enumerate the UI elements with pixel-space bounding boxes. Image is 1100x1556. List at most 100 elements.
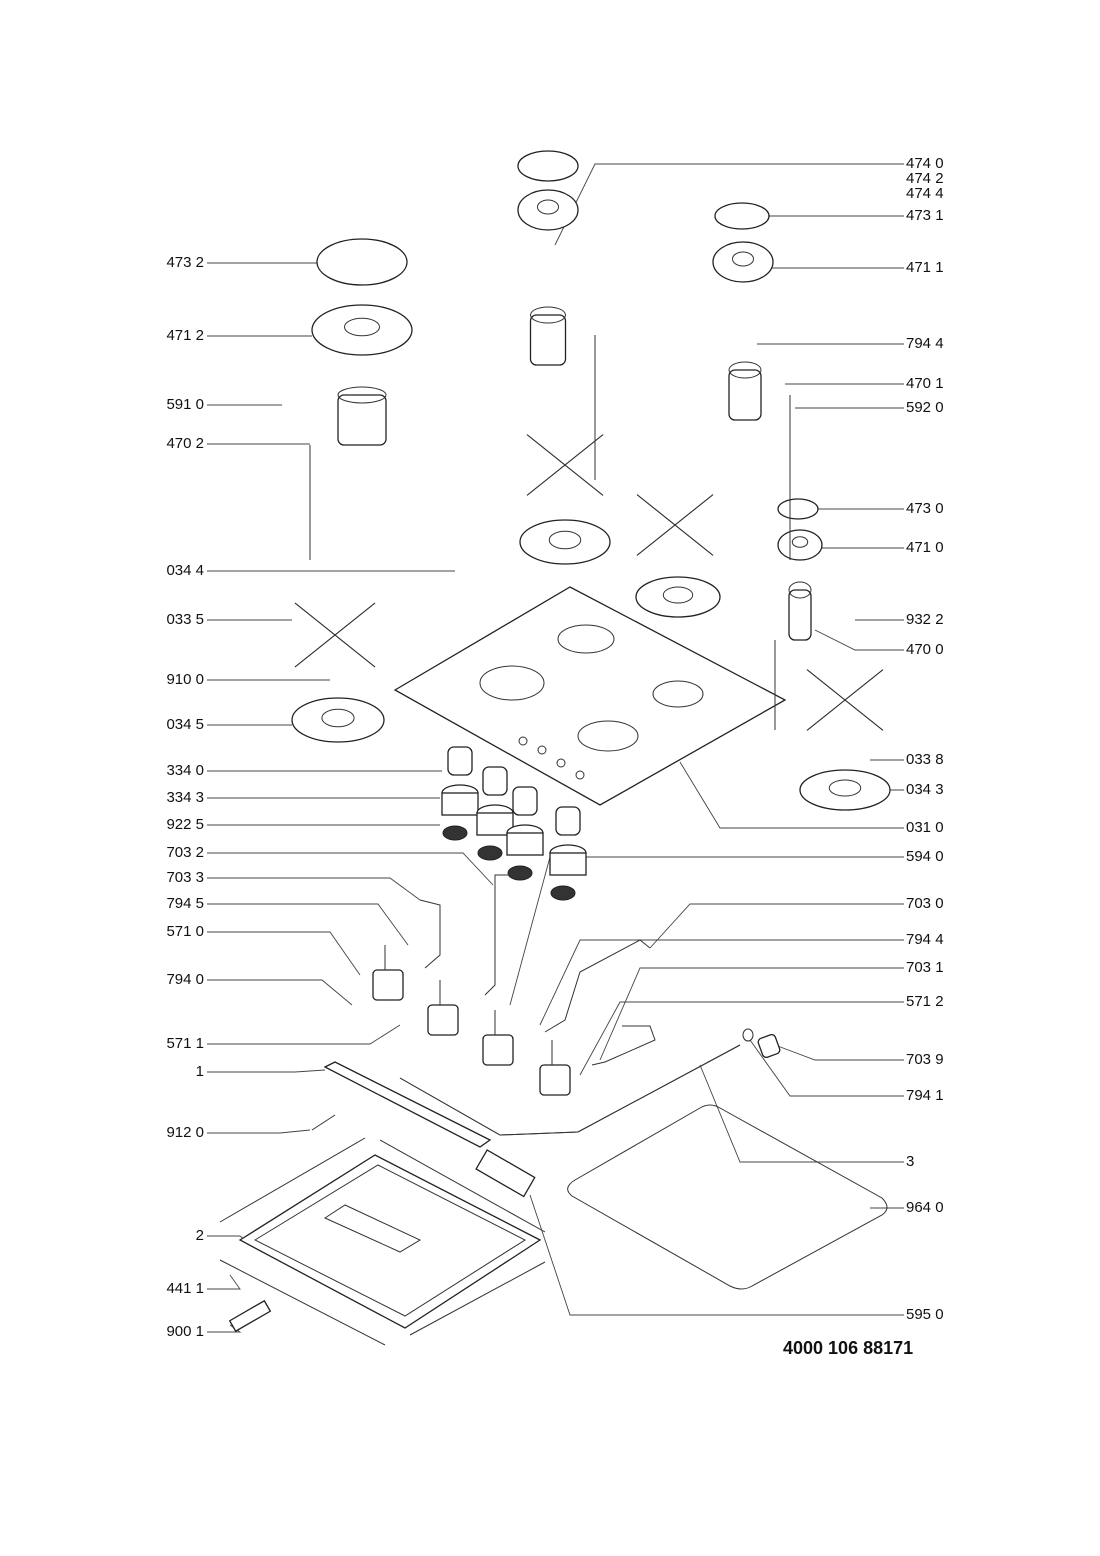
burner-body [529,314,567,366]
burner-body-rim [788,581,812,599]
part-label-3: 3 [906,1153,915,1170]
burner-head [311,304,413,356]
burner-cap [777,498,819,520]
burner-body-rim [728,361,762,379]
leader-line [529,1194,904,1316]
gas-tap-valve [482,1034,514,1066]
part-label-7941: 794 1 [906,1087,944,1104]
burner-head [712,241,774,283]
part-label-0310: 031 0 [906,819,944,836]
knob-bezel-body [506,832,544,856]
leader-line [539,939,904,1026]
leader-line [207,1274,241,1290]
burner-ring-hole [662,586,694,604]
burner-head-center [344,317,380,337]
part-label-2: 2 [195,1227,204,1244]
part-label-5940: 594 0 [906,848,944,865]
pan-support-inner [636,494,714,556]
document-number: 4000 106 88171 [783,1338,914,1358]
part-label-1: 1 [195,1063,204,1080]
burner-ring [291,697,385,743]
burner-ring-hole [548,530,582,550]
part-label-5910: 591 0 [166,396,204,413]
part-label-4731: 473 1 [906,207,944,224]
parts-drawing [219,150,891,1346]
leader-lines [207,163,904,1333]
elbow-connector [742,1028,781,1058]
leader-line [509,856,904,1006]
burner-ring [635,576,721,618]
rail-bracket [323,1061,492,1148]
part-label-9001: 900 1 [166,1323,204,1340]
part-label-4710: 471 0 [906,539,944,556]
leader-line [207,979,353,1006]
leader-line [814,629,904,651]
part-label-9322: 932 2 [906,611,944,628]
gasket-seal [567,1104,888,1290]
part-label-5920: 592 0 [906,399,944,416]
screw [311,1114,336,1131]
burner-head [777,529,823,561]
gas-tap-valve [427,1004,459,1036]
part-label-5950: 595 0 [906,1306,944,1323]
gas-tap-valve [372,969,404,1001]
leader-line [579,1001,904,1076]
burner-ring [799,769,891,811]
knob-bezel-body [441,792,479,816]
leader-line [207,852,494,886]
leader-line [699,1064,904,1163]
cooktop-panel [393,586,787,806]
part-label-7033: 703 3 [166,869,204,886]
part-label-9225: 922 5 [166,816,204,833]
part-label-9120: 912 0 [166,1124,204,1141]
burner-cap [714,202,770,230]
leader-line [679,761,904,829]
part-label-5712: 571 2 [906,993,944,1010]
leader-line [207,1129,311,1134]
burner-body-rim [530,306,566,324]
part-label-4711: 471 1 [906,259,944,276]
gas-pipe [484,874,510,996]
part-label-4740: 474 0 [906,155,944,172]
leader-line [207,1235,246,1241]
knob-bezel-body [476,812,514,836]
burner-head-center [537,199,559,215]
part-label-4730: 473 0 [906,500,944,517]
ignition-module [475,1149,536,1198]
leader-line [207,1024,401,1045]
control-knob [447,746,473,776]
burner-body [337,394,387,446]
pan-support-inner [526,434,604,496]
burner-body [728,369,762,421]
part-label-7030: 703 0 [906,895,944,912]
part-label-4411: 441 1 [166,1280,204,1297]
burner-head-center [791,536,809,548]
part-label-7032: 703 2 [166,844,204,861]
part-label-4742: 474 2 [906,170,944,187]
knob-spring-ring [442,825,468,841]
leader-line [207,903,409,946]
control-knob [555,806,581,836]
gas-pipe [419,899,441,969]
knob-spring-ring [477,845,503,861]
leader-line [207,877,421,901]
part-label-7039: 703 9 [906,1051,944,1068]
part-label-9640: 964 0 [906,1199,944,1216]
part-label-7031: 703 1 [906,959,944,976]
burner-ring-hole [321,708,355,728]
burner-head-center [732,251,754,267]
part-label-0344: 034 4 [166,562,204,579]
control-knob [512,786,538,816]
gas-tap-valve [539,1064,571,1096]
leader-line [749,1039,904,1097]
part-label-0345: 034 5 [166,716,204,733]
part-label-4702: 470 2 [166,435,204,452]
control-knob [482,766,508,796]
gas-pipe [591,1025,656,1066]
knob-spring-ring [507,865,533,881]
burner-cap [316,238,408,286]
gas-pipe [544,939,651,1033]
part-label-7945: 794 5 [166,895,204,912]
burner-cap [517,150,579,182]
